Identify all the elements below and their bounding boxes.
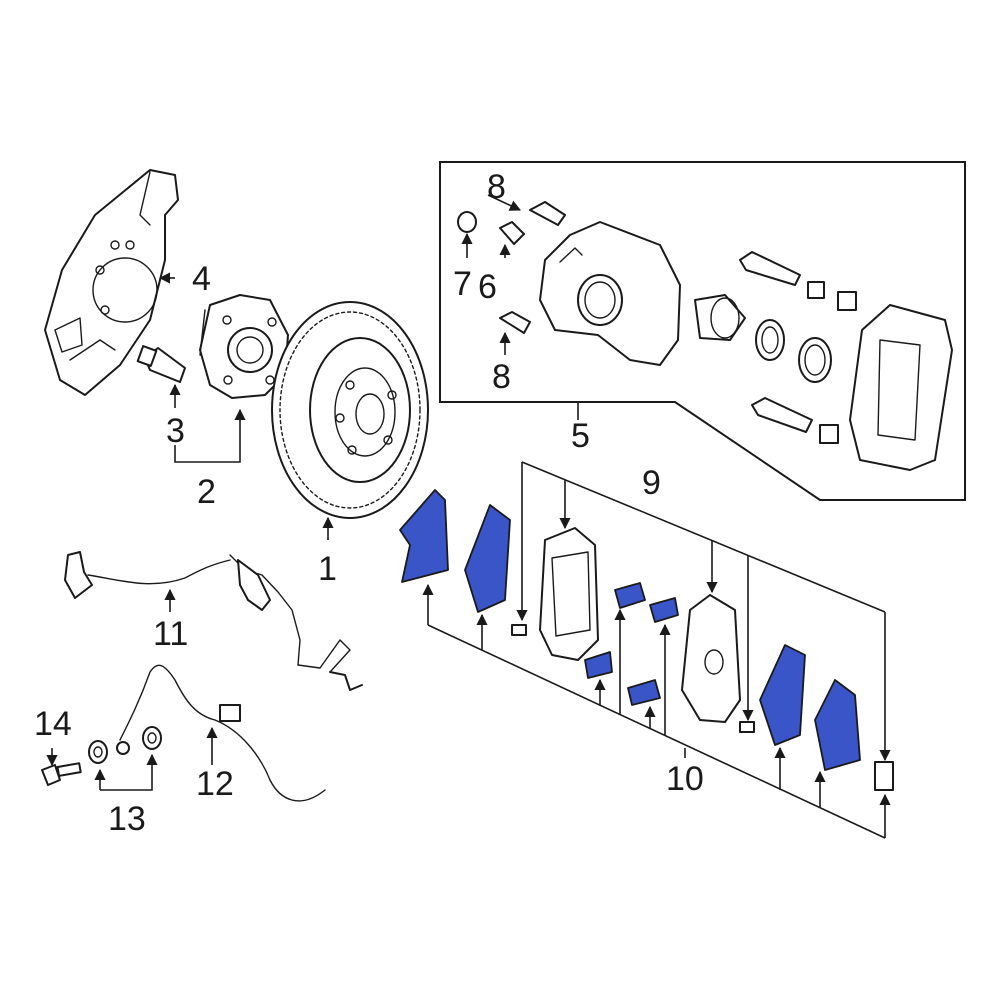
dust-boot <box>798 337 832 383</box>
caliper-bolt-upper <box>529 201 566 226</box>
hub-bolt <box>136 345 186 383</box>
outer-brake-pad <box>681 594 741 723</box>
guide-pin-lower <box>751 397 813 433</box>
guide-pin-upper <box>739 251 801 286</box>
small-bolt <box>41 762 82 786</box>
brake-rotor <box>271 301 429 519</box>
grease-packet <box>874 761 894 791</box>
wear-indicator <box>511 624 527 636</box>
retainer-clip <box>739 721 755 733</box>
inner-brake-pad <box>539 527 599 661</box>
callout-7: 7 <box>453 265 472 303</box>
clip-3 <box>584 651 613 679</box>
shim-1 <box>399 489 449 583</box>
clip-2 <box>649 597 679 623</box>
callout-3: 3 <box>166 412 185 450</box>
callout-8-lower: 8 <box>492 358 511 396</box>
abs-sensor <box>64 551 363 691</box>
caliper-group-box <box>439 161 966 501</box>
callout-12: 12 <box>196 765 234 803</box>
dust-shield <box>44 169 179 396</box>
callout-11: 11 <box>153 615 188 653</box>
leader-lines <box>46 194 891 839</box>
clip-4 <box>627 679 661 706</box>
callout-5: 5 <box>571 417 590 455</box>
caliper-body <box>539 221 681 366</box>
clip-1 <box>614 582 646 609</box>
shim-4 <box>814 679 861 771</box>
caliper-bolt-lower <box>499 311 531 334</box>
callout-8-upper: 8 <box>487 168 506 206</box>
callout-10: 10 <box>666 760 704 798</box>
shim-3 <box>759 644 806 746</box>
washers <box>88 726 162 764</box>
pin-boots <box>807 281 857 444</box>
callout-14: 14 <box>34 705 72 743</box>
callout-6: 6 <box>478 268 497 306</box>
bleeder-screw <box>499 221 525 245</box>
caliper-piston <box>694 294 746 341</box>
brake-hose <box>116 664 326 802</box>
callout-9: 9 <box>642 464 661 502</box>
callout-13: 13 <box>108 800 146 838</box>
bleeder-cap <box>457 211 477 233</box>
callout-4: 4 <box>192 260 211 298</box>
caliper-bracket <box>849 304 953 471</box>
callout-2: 2 <box>197 473 216 511</box>
callout-1: 1 <box>318 550 337 588</box>
piston-seal <box>755 319 785 361</box>
shim-2 <box>464 504 511 613</box>
